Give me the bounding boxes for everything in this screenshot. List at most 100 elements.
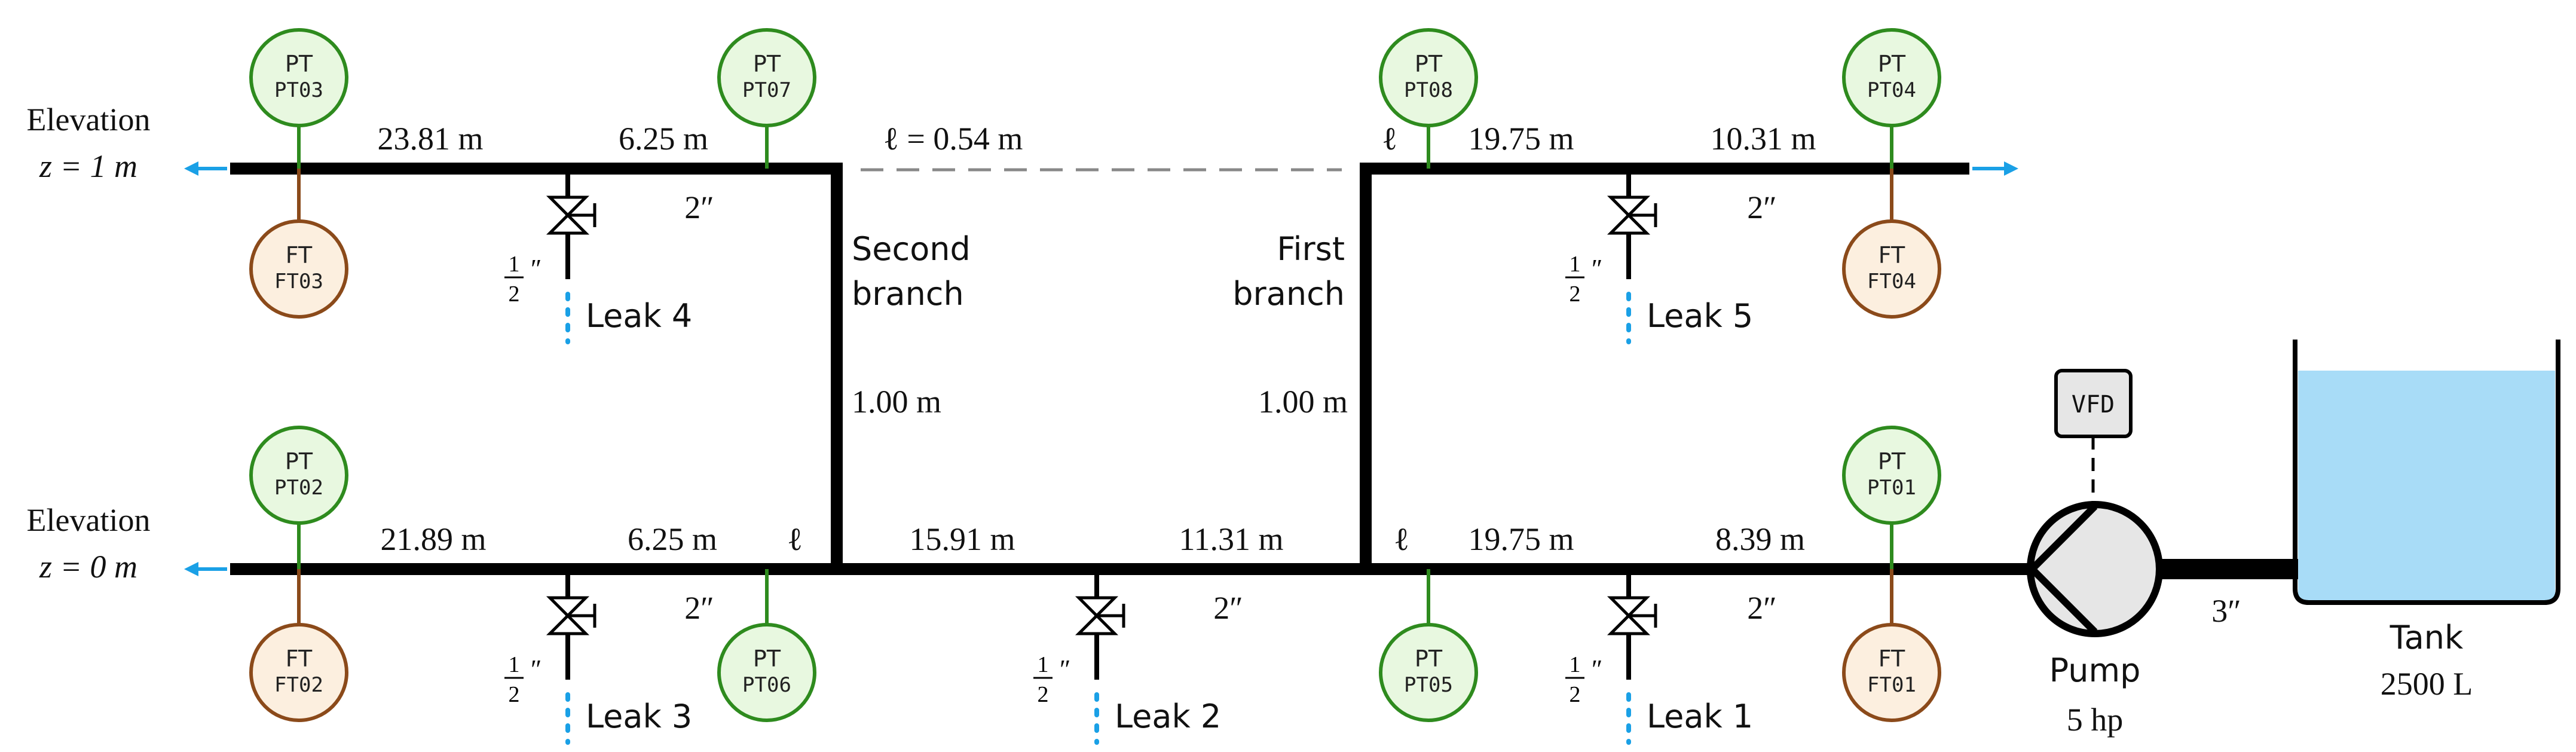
instrument-ft02[interactable]: FT FT02 xyxy=(249,569,348,722)
pressure-transmitter-icon xyxy=(717,28,816,127)
pressure-transmitter-icon xyxy=(1379,28,1478,127)
instrument-type: PT xyxy=(753,51,781,77)
branch-second-line1: Second xyxy=(852,230,971,268)
branch-second-line2: branch xyxy=(852,275,964,313)
instrument-type: PT xyxy=(753,646,781,672)
vfd-label: VFD xyxy=(2072,391,2115,418)
instrument-ft04[interactable]: FT FT04 xyxy=(1842,169,1941,319)
segment-first-vertical: 1.00 m xyxy=(1258,384,1348,420)
leak-size-den: 2 xyxy=(509,682,520,707)
segment-lower-left-1: 21.89 m xyxy=(380,521,486,557)
leak-size-num: 1 xyxy=(509,652,520,677)
leak-4: 1 2 ″ Leak 4 xyxy=(504,169,692,344)
instrument-type: PT xyxy=(285,448,313,475)
leak-5: 1 2 ″ Leak 5 xyxy=(1565,169,1753,344)
segment-lower-left-2: 6.25 m xyxy=(628,521,717,557)
instrument-pt07[interactable]: PT PT07 xyxy=(717,28,816,169)
tank-outline xyxy=(2293,340,2560,605)
instrument-tag: FT01 xyxy=(1867,673,1916,697)
instrument-pt02[interactable]: PT PT02 xyxy=(249,426,348,569)
pressure-transmitter-icon xyxy=(249,28,348,127)
instrument-pt04[interactable]: PT PT04 xyxy=(1842,28,1941,169)
instrument-tag: FT03 xyxy=(274,270,323,294)
pipe-network xyxy=(230,163,2298,579)
leak-size-unit: ″ xyxy=(1592,655,1602,684)
instrument-tag: PT01 xyxy=(1867,476,1916,500)
instrument-type: PT xyxy=(1878,51,1906,77)
segment-lower-right-2: 8.39 m xyxy=(1715,521,1805,557)
instrument-tag: FT02 xyxy=(274,673,323,697)
instrument-type: FT xyxy=(1879,646,1905,672)
branch-first-line2: branch xyxy=(1232,275,1345,313)
instrument-ft03[interactable]: FT FT03 xyxy=(249,169,348,319)
instrument-tag: PT08 xyxy=(1404,78,1453,102)
leak-label: Leak 5 xyxy=(1647,297,1753,335)
flow-transmitter-icon xyxy=(249,219,348,319)
segment-upper-second-ell: ℓ = 0.54 m xyxy=(883,121,1023,157)
leak-1: 1 2 ″ Leak 1 xyxy=(1565,569,1753,745)
pipe-size-upper-right: 2″ xyxy=(1747,189,1777,225)
leak-size-unit: ″ xyxy=(531,655,541,684)
pressure-transmitter-icon xyxy=(1379,623,1478,722)
pipe-size-lower-mid: 2″ xyxy=(1213,590,1243,626)
leak-size-num: 1 xyxy=(509,252,520,277)
leak-3: 1 2 ″ Leak 3 xyxy=(504,569,692,745)
instrument-type: FT xyxy=(286,242,313,268)
instrument-pt08[interactable]: PT PT08 xyxy=(1379,28,1478,169)
segment-upper-first-ell: ℓ xyxy=(1382,121,1397,157)
pipe-size-tank-pipe: 3″ xyxy=(2211,593,2241,629)
instrument-type: FT xyxy=(1879,242,1905,268)
pipe-size-lower-right: 2″ xyxy=(1747,590,1777,626)
pressure-transmitter-icon xyxy=(1842,28,1941,127)
instrument-tag: FT04 xyxy=(1867,270,1916,294)
instrument-tag: PT04 xyxy=(1867,78,1916,102)
leak-label: Leak 3 xyxy=(586,698,692,735)
leak-size-unit: ″ xyxy=(531,254,541,283)
branch-first-line1: First xyxy=(1277,230,1345,268)
leak-size-unit: ″ xyxy=(1060,655,1070,684)
instrument-tag: PT07 xyxy=(742,78,791,102)
elevation-lower-title: Elevation xyxy=(27,502,151,538)
segment-lower-mid-2: 11.31 m xyxy=(1179,521,1284,557)
tank[interactable]: Tank 2500 L xyxy=(2293,340,2560,702)
segment-lower-second-ell: ℓ xyxy=(787,521,803,557)
instrument-ft01[interactable]: FT FT01 xyxy=(1842,569,1941,722)
leak-size-unit: ″ xyxy=(1592,254,1602,283)
leak-size-den: 2 xyxy=(1570,682,1581,707)
leak-size-num: 1 xyxy=(1570,652,1581,677)
pump[interactable]: Pump 5 hp xyxy=(2027,501,2163,738)
segment-second-vertical: 1.00 m xyxy=(852,384,941,420)
instrument-type: PT xyxy=(1878,448,1906,475)
instrument-pt01[interactable]: PT PT01 xyxy=(1842,426,1941,569)
vfd[interactable]: VFD xyxy=(2054,369,2133,503)
leak-size-den: 2 xyxy=(1038,682,1049,707)
leak-size-den: 2 xyxy=(509,282,520,307)
leak-size-num: 1 xyxy=(1038,652,1049,677)
segment-lower-mid-1: 15.91 m xyxy=(909,521,1015,557)
leak-label: Leak 1 xyxy=(1647,698,1753,735)
pump-power: 5 hp xyxy=(2067,702,2124,738)
pressure-transmitter-icon xyxy=(249,426,348,525)
leak-2: 1 2 ″ Leak 2 xyxy=(1033,569,1221,745)
tank-capacity: 2500 L xyxy=(2381,666,2473,702)
pressure-transmitter-icon xyxy=(717,623,816,722)
leak-size-den: 2 xyxy=(1570,282,1581,307)
instrument-pt05[interactable]: PT PT05 xyxy=(1379,569,1478,722)
instrument-pt06[interactable]: PT PT06 xyxy=(717,569,816,722)
leak-label: Leak 2 xyxy=(1115,698,1221,735)
flow-transmitter-icon xyxy=(1842,219,1941,319)
pump-icon xyxy=(2027,501,2163,637)
segment-upper-left-2: 6.25 m xyxy=(619,121,708,157)
tank-label: Tank xyxy=(2390,619,2464,656)
instrument-type: PT xyxy=(285,51,313,77)
leak-size-num: 1 xyxy=(1570,252,1581,277)
pipe-size-upper-left: 2″ xyxy=(684,189,714,225)
segment-upper-left-1: 23.81 m xyxy=(377,121,483,157)
instrument-pt03[interactable]: PT PT03 xyxy=(249,28,348,169)
pump-label: Pump xyxy=(2049,652,2141,689)
segment-upper-right-2: 10.31 m xyxy=(1710,121,1816,157)
leak-label: Leak 4 xyxy=(586,297,692,335)
instrument-tag: PT06 xyxy=(742,673,791,697)
segment-lower-right-1: 19.75 m xyxy=(1468,521,1574,557)
